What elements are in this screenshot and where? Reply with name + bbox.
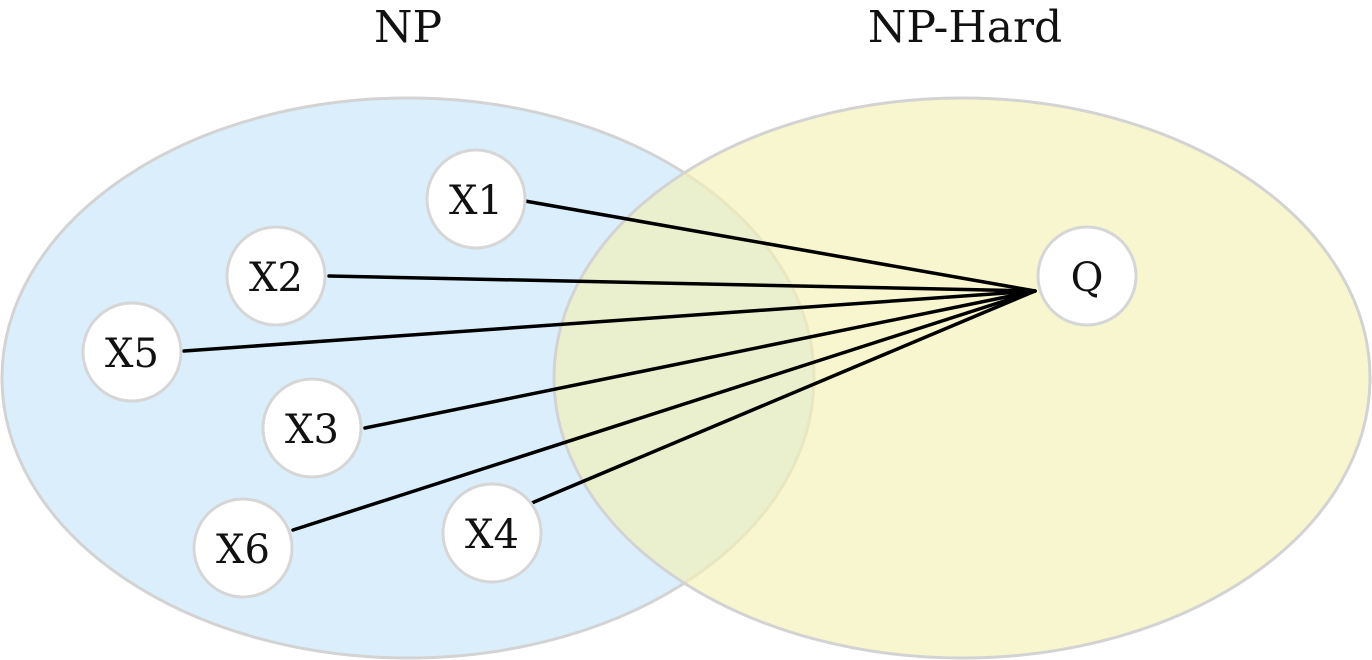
node-x1-label: X1 [449, 178, 503, 224]
node-x1-circle [425, 148, 527, 250]
edge-x6-q [291, 289, 1037, 532]
node-x1: X1 [425, 148, 527, 250]
node-x3: X3 [261, 377, 363, 479]
np-set-label: NP [374, 2, 442, 53]
node-x5-label: X5 [105, 331, 159, 377]
node-x2: X2 [225, 225, 327, 327]
np-hard-set-label: NP-Hard [868, 2, 1062, 53]
node-q-circle [1036, 225, 1138, 327]
edge-x1-q [523, 199, 1037, 293]
node-q-label: Q [1071, 255, 1104, 301]
node-x6-label: X6 [216, 527, 270, 573]
edge-x5-q [182, 289, 1037, 353]
node-x2-circle [225, 225, 327, 327]
edge-x2-q [327, 274, 1037, 293]
node-x4: X4 [441, 482, 543, 584]
node-x6-circle [192, 497, 294, 599]
edge-x4-q [525, 289, 1037, 507]
edges [182, 199, 1037, 532]
node-x6: X6 [192, 497, 294, 599]
node-x4-label: X4 [465, 512, 519, 558]
node-q: Q [1036, 225, 1138, 327]
node-x2-label: X2 [249, 255, 303, 301]
edge-x3-q [363, 289, 1037, 430]
node-x4-circle [441, 482, 543, 584]
node-x3-circle [261, 377, 363, 479]
node-x3-label: X3 [285, 407, 339, 453]
node-x5: X5 [81, 301, 183, 403]
np-hard-set [552, 96, 1372, 660]
node-x5-circle [81, 301, 183, 403]
